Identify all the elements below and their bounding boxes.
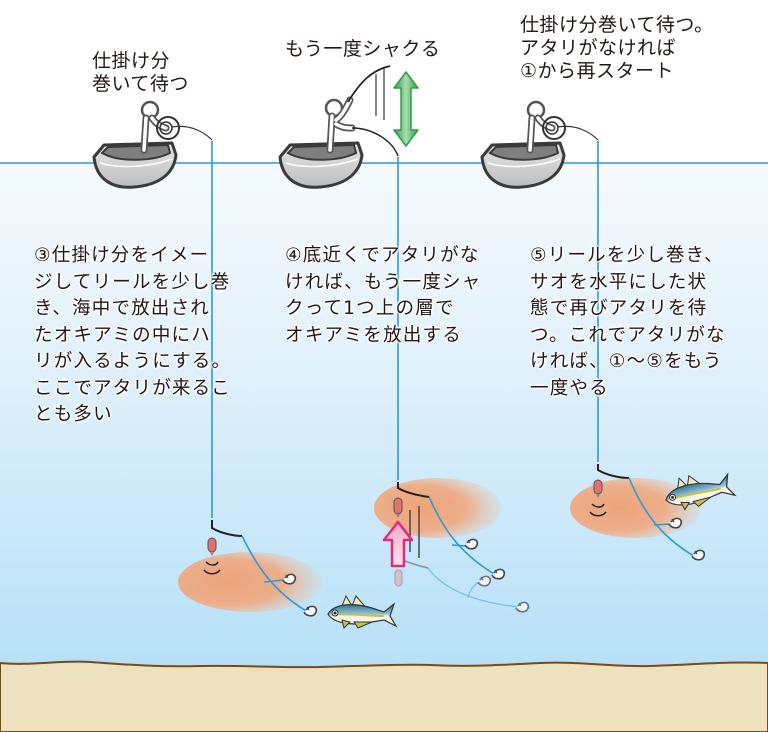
hook-line <box>241 535 309 613</box>
sinker-icon <box>207 537 217 556</box>
angler-icon <box>526 100 556 154</box>
seabed <box>0 660 768 732</box>
rod-line <box>351 127 399 157</box>
sinker-icon <box>393 497 403 518</box>
rod <box>347 65 391 103</box>
scene-step4 <box>278 65 531 613</box>
reel-icon <box>156 116 213 141</box>
up-down-arrow-icon <box>393 71 419 147</box>
description-step5: ⑤リールを少し巻き、 サオを水平にした状 態で再びアタリを待 つ。これでアタリが… <box>530 245 726 399</box>
chum-cloud-icon <box>178 552 322 612</box>
label-step5-top: 仕掛け分巻いて待つ。 アタリがなければ ①から再スタート <box>520 14 714 82</box>
scene-step3 <box>92 100 397 629</box>
sea <box>0 163 768 673</box>
chum-cloud-icon <box>374 478 502 538</box>
hook-line <box>428 496 495 575</box>
label-step3-top: 仕掛け分 巻いて待つ <box>92 50 189 95</box>
previous-position <box>394 557 531 613</box>
angler-icon <box>324 96 356 154</box>
reel-icon <box>542 116 599 141</box>
description-step3: ③仕掛け分をイメー ジしてリールを少し巻 き、海中で放出され たオキアミの中にハ… <box>34 245 232 425</box>
branch-line <box>397 482 430 498</box>
description-step4: ④底近くでアタリがな ければ、もう一度シャ クって1つ上の層で オキアミを放出す… <box>285 245 482 346</box>
branch-line <box>597 464 630 479</box>
up-arrow-icon <box>382 520 414 568</box>
label-step4-top: もう一度シャクる <box>285 38 441 60</box>
chum-cloud-icon <box>570 478 702 538</box>
hook-line <box>628 477 695 557</box>
scene-step5 <box>480 100 737 561</box>
branch-line <box>211 520 243 537</box>
sinker-icon <box>593 479 603 498</box>
